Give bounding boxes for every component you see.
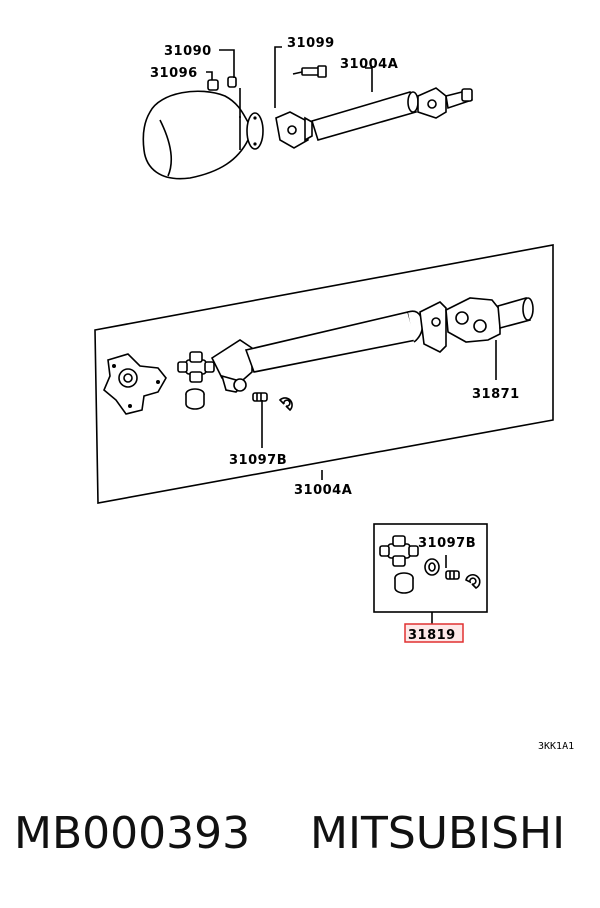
kit-snap-ring bbox=[465, 574, 481, 589]
label-31004A-main: 31004A bbox=[294, 483, 352, 498]
highlight-box bbox=[404, 623, 464, 643]
washer-31090 bbox=[227, 76, 237, 88]
part-number: MB000393 bbox=[14, 808, 251, 859]
footer: MB000393 MITSUBISHI bbox=[0, 800, 600, 870]
label-31099: 31099 bbox=[287, 36, 335, 51]
figure-code: 3KK1A1 bbox=[538, 741, 574, 752]
differential-housing bbox=[142, 90, 264, 180]
kit-seal bbox=[424, 558, 440, 576]
nut-31096 bbox=[207, 79, 219, 91]
repair-kit-box bbox=[373, 523, 488, 613]
label-31819[interactable]: 31819 bbox=[408, 628, 456, 643]
label-31090: 31090 bbox=[164, 44, 212, 59]
main-propeller-shaft bbox=[210, 301, 447, 393]
slip-yoke-31871 bbox=[445, 296, 534, 343]
kit-bearing-cup bbox=[394, 572, 414, 594]
highlighted-part-31819[interactable]: 31819 bbox=[404, 623, 464, 643]
exploded-view-frame bbox=[94, 244, 554, 504]
snap-ring bbox=[278, 397, 293, 412]
label-31004A-top: 31004A bbox=[340, 57, 398, 72]
label-31097B: 31097B bbox=[229, 453, 287, 468]
bolt-31099 bbox=[301, 65, 327, 78]
label-31096: 31096 bbox=[150, 66, 198, 81]
brand-name: MITSUBISHI bbox=[310, 808, 566, 859]
kit-spider bbox=[379, 535, 419, 567]
propeller-shaft-top bbox=[275, 87, 473, 149]
label-31097B-kit: 31097B bbox=[418, 536, 476, 551]
label-31871: 31871 bbox=[472, 387, 520, 402]
grease-fitting-31097B bbox=[252, 392, 268, 402]
universal-joint-spider bbox=[177, 351, 215, 383]
companion-flange bbox=[103, 353, 167, 415]
kit-grease-fitting bbox=[445, 570, 460, 580]
bearing-cup bbox=[185, 388, 205, 410]
